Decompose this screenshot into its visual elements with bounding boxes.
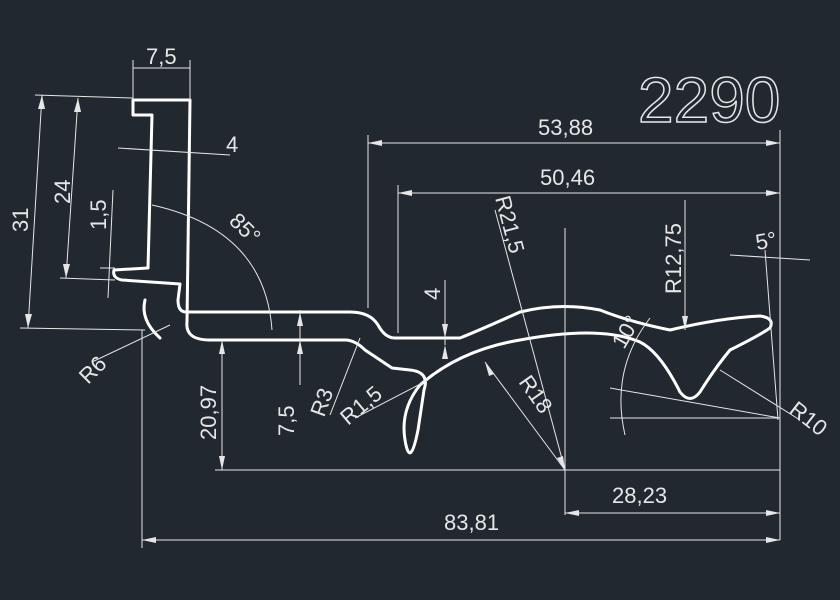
- dim-r18: R18: [514, 371, 558, 418]
- dim-r21-5: R21,5: [490, 193, 529, 256]
- dim-28-23: 28,23: [612, 483, 667, 508]
- dim-r3: R3: [305, 385, 338, 420]
- dim-7-5-top: 7,5: [146, 44, 177, 69]
- dimension-lines: [19, 60, 811, 548]
- dim-4-left: 4: [226, 132, 238, 157]
- dim-24: 24: [50, 180, 75, 204]
- dim-r12-75: R12,75: [661, 223, 686, 294]
- dim-53-88: 53,88: [538, 115, 593, 140]
- dim-85-deg: 85°: [224, 208, 265, 249]
- dim-r10: R10: [785, 396, 832, 441]
- dim-7-5-mid: 7,5: [274, 405, 299, 436]
- dim-5-deg: 5°: [754, 227, 779, 255]
- dim-1-5: 1,5: [86, 199, 111, 230]
- dim-4-mid: 4: [420, 288, 445, 300]
- dim-20-97: 20,97: [196, 385, 221, 440]
- profile-outline: [112, 98, 773, 455]
- dim-50-46: 50,46: [540, 165, 595, 190]
- dim-83-81: 83,81: [444, 510, 499, 535]
- dim-r1-5: R1,5: [335, 381, 387, 430]
- part-number: 2290: [638, 64, 780, 136]
- dim-10-deg: 10°: [607, 311, 645, 352]
- dimension-arrows: [25, 95, 780, 543]
- dim-31: 31: [8, 208, 33, 232]
- dim-r6: R6: [74, 351, 112, 389]
